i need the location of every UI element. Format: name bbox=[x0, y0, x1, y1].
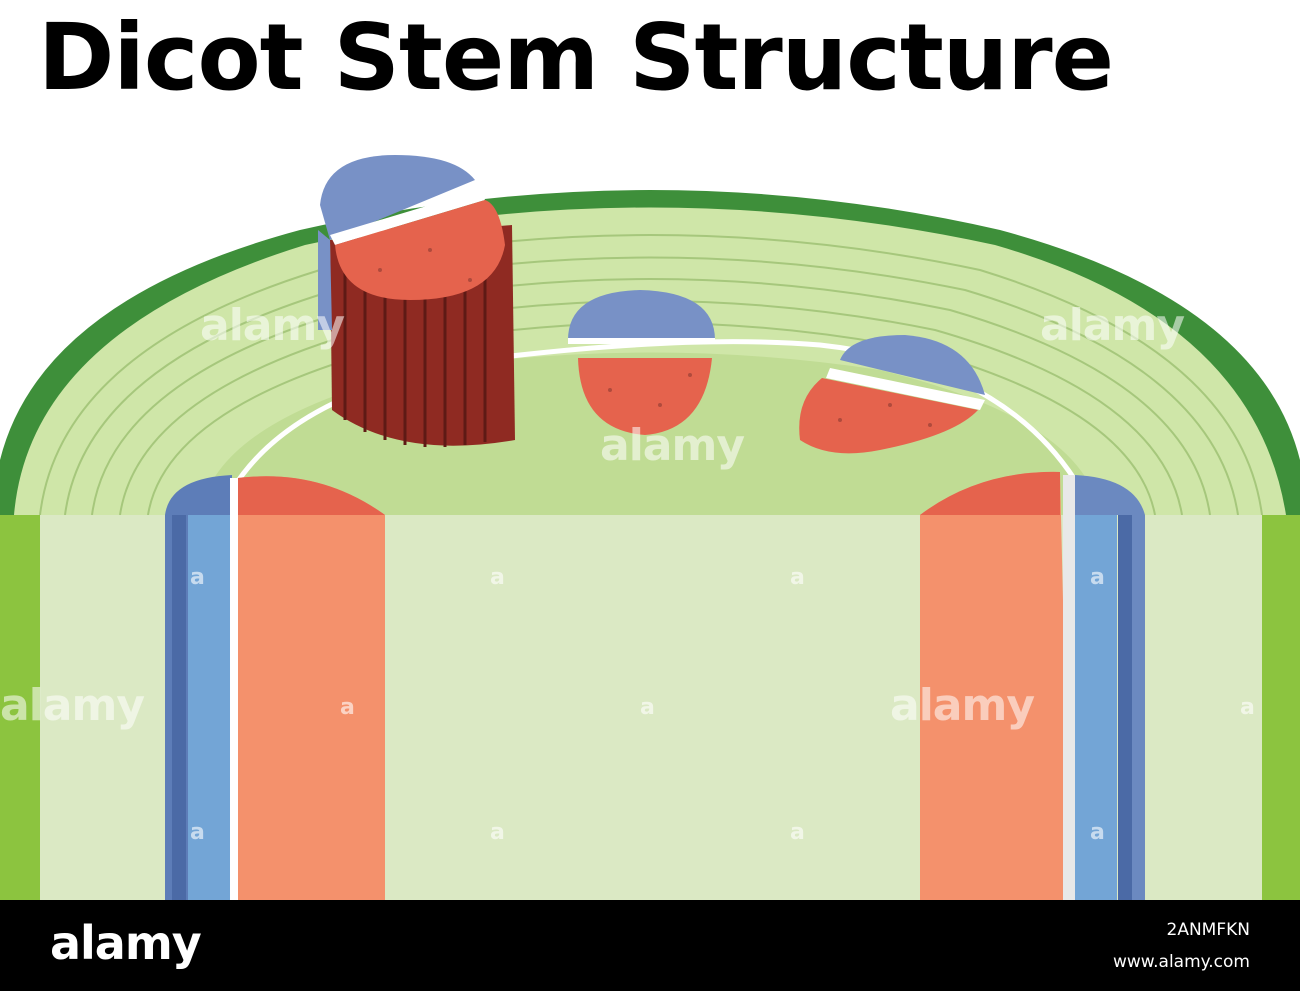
watermark-small: a bbox=[190, 565, 205, 590]
watermark-small: a bbox=[340, 695, 355, 720]
watermark-logo: alamy bbox=[1040, 300, 1185, 351]
right-side-bundle bbox=[920, 471, 1145, 900]
watermark-logo: alamy bbox=[200, 300, 345, 351]
outer-side-right bbox=[1262, 515, 1300, 900]
extruded-bundle bbox=[318, 155, 515, 447]
outer-side-left bbox=[0, 515, 40, 900]
watermark-logo: alamy bbox=[890, 680, 1035, 731]
footer-image-id: 2ANMFKN bbox=[1166, 920, 1250, 940]
dicot-stem-diagram bbox=[0, 155, 1300, 900]
footer-bar: alamy 2ANMFKN www.alamy.com bbox=[0, 900, 1300, 991]
texture-speckles bbox=[378, 248, 932, 427]
watermark-small: a bbox=[790, 565, 805, 590]
watermark-small: a bbox=[190, 820, 205, 845]
left-side-bundle bbox=[165, 475, 385, 900]
watermark-logo: alamy bbox=[0, 680, 145, 731]
watermark-small: a bbox=[490, 820, 505, 845]
diagram-title: Dicot Stem Structure bbox=[38, 4, 1114, 111]
watermark-small: a bbox=[1240, 695, 1255, 720]
watermark-small: a bbox=[1090, 565, 1105, 590]
watermark-small: a bbox=[490, 565, 505, 590]
watermark-small: a bbox=[790, 820, 805, 845]
footer-logo: alamy bbox=[50, 916, 202, 970]
watermark-small: a bbox=[640, 695, 655, 720]
footer-url: www.alamy.com bbox=[1112, 952, 1250, 972]
middle-bundle bbox=[568, 290, 715, 435]
watermark-logo: alamy bbox=[600, 420, 745, 471]
right-bundle bbox=[799, 335, 985, 454]
watermark-small: a bbox=[1090, 820, 1105, 845]
